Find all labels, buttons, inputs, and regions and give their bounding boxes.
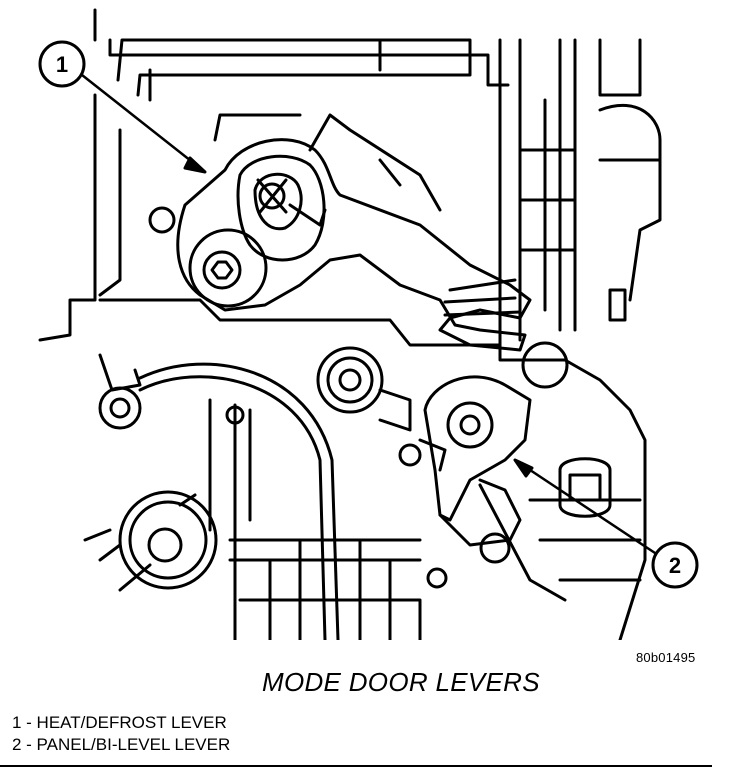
callout-2: 2 bbox=[513, 458, 699, 589]
lower-ribbing bbox=[228, 388, 642, 640]
legend-item-heat-defrost: 1 - HEAT/DEFROST LEVER bbox=[12, 713, 227, 732]
panel-bilevel-lever bbox=[418, 375, 567, 602]
mode-door-levers-illustration: 1 2 bbox=[38, 8, 699, 640]
figure-title: MODE DOOR LEVERS bbox=[262, 667, 540, 697]
legend-item-panel-bilevel: 2 - PANEL/BI-LEVEL LEVER bbox=[12, 735, 231, 754]
heat-defrost-lever bbox=[176, 138, 532, 352]
legend: 1 - HEAT/DEFROST LEVER 2 - PANEL/BI-LEVE… bbox=[12, 712, 230, 756]
pivots bbox=[98, 206, 569, 592]
linkage-rods bbox=[83, 362, 340, 640]
figure-code: 80b01495 bbox=[636, 650, 696, 665]
callout-number-2: 2 bbox=[669, 553, 681, 578]
callout-1: 1 bbox=[38, 40, 207, 174]
callout-number-1: 1 bbox=[56, 52, 68, 77]
bottom-divider bbox=[0, 765, 712, 767]
housing-outline bbox=[38, 8, 662, 640]
